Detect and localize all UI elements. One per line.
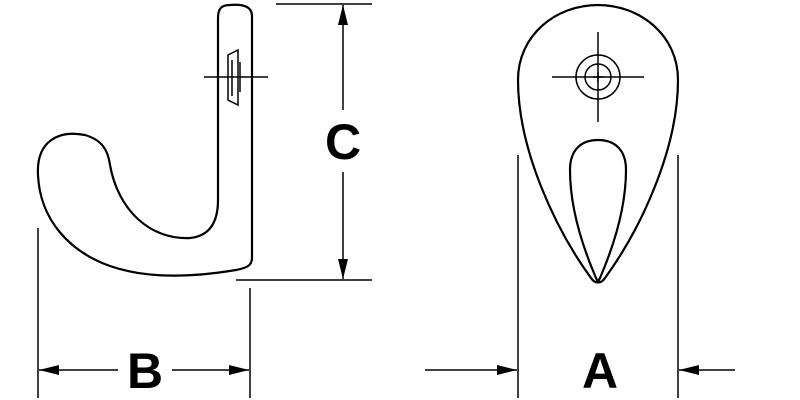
hook-front-view — [516, 3, 680, 284]
hook-side-view — [36, 3, 268, 277]
label-c: C — [325, 114, 361, 170]
screw-cross-icon — [593, 72, 603, 82]
hook-profile — [36, 3, 254, 277]
dimension-b: B — [37, 228, 251, 399]
front-outline — [516, 3, 680, 284]
label-a: A — [582, 343, 618, 399]
dimension-c: C — [236, 3, 372, 281]
screw-front — [552, 32, 644, 122]
label-b: B — [127, 343, 163, 399]
hook-arm-front — [568, 138, 628, 283]
screw-side — [204, 48, 268, 107]
dimension-a: A — [425, 155, 735, 399]
